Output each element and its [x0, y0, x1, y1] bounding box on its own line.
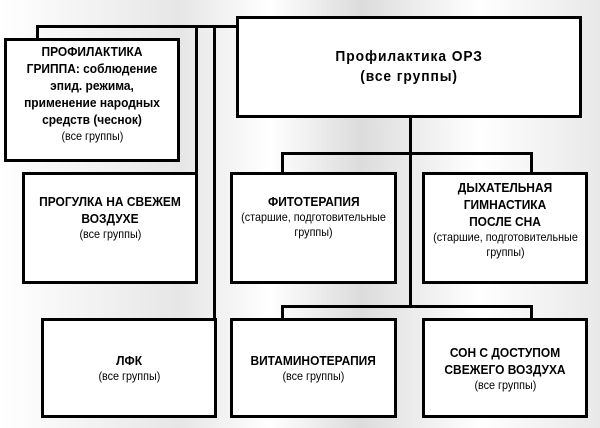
node-phyto: ФИТОТЕРАПИЯ (старшие, подготовительные г…	[230, 172, 397, 284]
connector	[36, 25, 238, 28]
node-title: ФИТОТЕРАПИЯ	[267, 194, 360, 209]
connector	[213, 25, 216, 320]
node-title: ВИТАМИНОТЕРАПИЯ	[250, 353, 377, 368]
connector	[409, 115, 412, 307]
node-sub: (все группы)	[79, 227, 141, 241]
node-sub: (все группы)	[282, 369, 345, 383]
root-node: Профилактика ОРЗ (все группы)	[236, 16, 582, 118]
connector	[281, 305, 533, 308]
node-title: ЛФК	[116, 353, 142, 368]
node-sub: (все группы)	[474, 377, 536, 392]
connector	[195, 25, 198, 175]
node-title: СОН С ДОСТУПОМ СВЕЖЕГО ВОЗДУХА	[444, 344, 566, 377]
node-lfk: ЛФК (все группы)	[41, 318, 217, 418]
root-sub: (все группы)	[360, 68, 458, 85]
connector	[530, 305, 533, 320]
node-sub: (все группы)	[61, 129, 123, 143]
node-title: ПРОГУЛКА НА СВЕЖЕМ ВОЗДУХЕ	[39, 194, 181, 226]
node-sleep: СОН С ДОСТУПОМ СВЕЖЕГО ВОЗДУХА (все груп…	[422, 318, 588, 418]
root-title: Профилактика ОРЗ	[335, 48, 483, 65]
node-sub: (старшие, подготовительные группы)	[241, 210, 386, 239]
connector	[36, 25, 39, 40]
connector	[281, 152, 284, 174]
node-title: ДЫХАТЕЛЬНАЯ ГИМНАСТИКА ПОСЛЕ СНА	[457, 180, 553, 229]
node-vitamins: ВИТАМИНОТЕРАПИЯ (все группы)	[230, 318, 397, 418]
node-flu: ПРОФИЛАКТИКА ГРИППА: соблюдение эпид. ре…	[4, 38, 180, 162]
connector	[281, 152, 533, 155]
node-sub: (старшие, подготовительные группы)	[432, 230, 578, 259]
node-walk: ПРОГУЛКА НА СВЕЖЕМ ВОЗДУХЕ (все группы)	[22, 172, 198, 284]
connector	[281, 305, 284, 320]
node-breathing: ДЫХАТЕЛЬНАЯ ГИМНАСТИКА ПОСЛЕ СНА (старши…	[422, 172, 588, 284]
connector	[530, 152, 533, 174]
node-title: ПРОФИЛАКТИКА ГРИППА: соблюдение эпид. ре…	[24, 44, 160, 127]
node-sub: (все группы)	[98, 369, 160, 383]
